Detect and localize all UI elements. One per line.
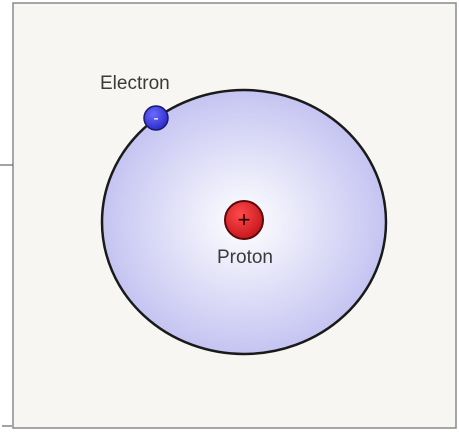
proton-charge-symbol: + (238, 207, 251, 232)
electron-icon (143, 105, 169, 131)
electron-charge-symbol: - (153, 110, 158, 127)
electron-label: Electron (100, 73, 170, 94)
proton-particle: + (224, 200, 264, 240)
electron-particle: - (143, 105, 169, 131)
proton-icon (224, 200, 264, 240)
proton-label: Proton (217, 247, 273, 268)
